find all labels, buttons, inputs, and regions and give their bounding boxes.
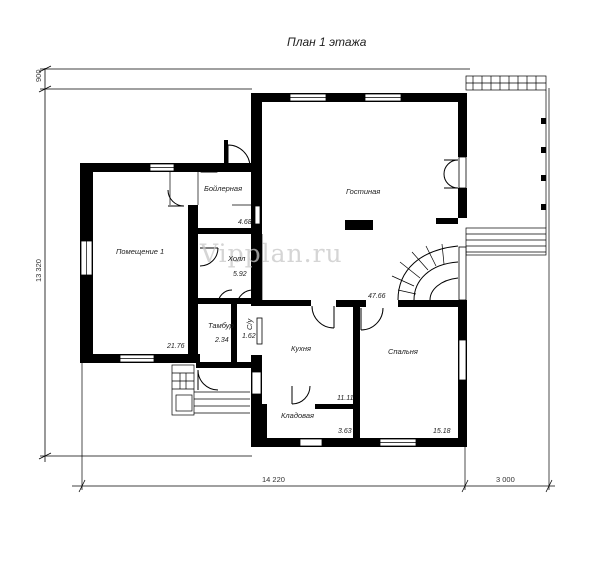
- dim-left-total: 13 320: [34, 259, 43, 282]
- room-area-bedroom: 15.18: [433, 428, 451, 435]
- room-label-room1: Помещение 1: [116, 247, 164, 256]
- wall-details: [169, 172, 263, 345]
- dim-left-top: 900: [34, 69, 43, 82]
- room-label-boiler: Бойлерная: [204, 184, 242, 193]
- room-label-kitchen: Кухня: [291, 344, 311, 353]
- room-area-vestibule: 2.34: [214, 337, 229, 344]
- walls: [80, 93, 467, 447]
- terrace: [465, 75, 547, 256]
- room-area-pantry: 3.63: [338, 428, 352, 435]
- room-label-pantry: Кладовая: [281, 411, 314, 420]
- spiral-staircase: [391, 243, 459, 301]
- plan-title: План 1 этажа: [287, 35, 367, 49]
- dim-bottom-terrace: 3 000: [496, 475, 515, 484]
- room-label-wc: С/у: [245, 318, 254, 331]
- room-label-hall: Холл: [227, 254, 246, 263]
- room-label-living: Гостиная: [346, 187, 380, 196]
- room-area-room1: 21.76: [166, 343, 185, 350]
- dim-bottom-main: 14 220: [262, 475, 285, 484]
- dimension-lines: [38, 65, 555, 493]
- windows: [80, 93, 467, 447]
- room-area-living: 47.66: [368, 293, 386, 300]
- room-area-wc: 1.62: [242, 333, 256, 340]
- doors: [167, 144, 459, 405]
- entrance-stairs: [171, 364, 250, 416]
- room-area-boiler: 4.68: [238, 219, 252, 226]
- room-area-hall: 5.92: [233, 271, 247, 278]
- watermark: Vipplan.ru: [199, 239, 343, 268]
- room-label-bedroom: Спальня: [388, 347, 418, 356]
- room-label-vestibule: Тамбур: [208, 321, 234, 330]
- room-area-kitchen: 11.11: [337, 395, 354, 402]
